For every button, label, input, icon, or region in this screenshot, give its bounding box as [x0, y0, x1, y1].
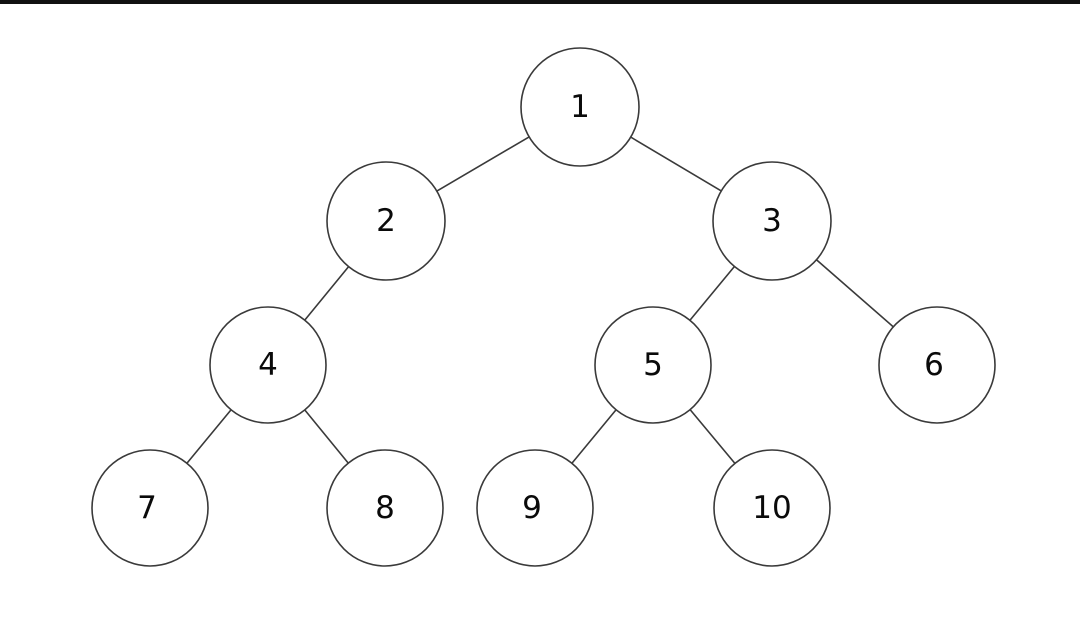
tree-node-1[interactable]: 1: [520, 47, 640, 167]
tree-edge-4-7: [186, 408, 232, 465]
node-circle-5[interactable]: [594, 306, 712, 424]
node-label-2: 2: [376, 203, 396, 239]
tree-edge-2-4: [303, 265, 350, 321]
tree-node-6[interactable]: 6: [878, 306, 996, 424]
node-label-9: 9: [522, 490, 542, 526]
node-circle-7[interactable]: [91, 449, 209, 567]
node-circle-6[interactable]: [878, 306, 996, 424]
node-label-10: 10: [752, 490, 791, 526]
node-label-5: 5: [643, 347, 663, 383]
node-circle-1[interactable]: [520, 47, 640, 167]
node-label-3: 3: [762, 203, 782, 239]
tree-edge-3-5: [689, 265, 736, 322]
tree-node-9[interactable]: 9: [476, 449, 594, 567]
tree-node-4[interactable]: 4: [209, 306, 327, 424]
tree-node-8[interactable]: 8: [326, 449, 444, 567]
node-circle-8[interactable]: [326, 449, 444, 567]
node-circle-3[interactable]: [712, 161, 832, 281]
tree-edge-3-6: [815, 258, 895, 328]
node-layer: 1 2 3 4 5 6 7 8 9 10: [91, 47, 996, 567]
top-border-strip: [0, 0, 1080, 4]
node-circle-9[interactable]: [476, 449, 594, 567]
tree-edge-1-3: [629, 136, 723, 192]
node-label-6: 6: [924, 347, 944, 383]
tree-node-2[interactable]: 2: [326, 161, 446, 281]
tree-node-3[interactable]: 3: [712, 161, 832, 281]
node-circle-10[interactable]: [713, 449, 831, 567]
node-label-7: 7: [137, 490, 157, 526]
edge-layer: [186, 136, 895, 465]
tree-node-7[interactable]: 7: [91, 449, 209, 567]
node-circle-2[interactable]: [326, 161, 446, 281]
tree-node-5[interactable]: 5: [594, 306, 712, 424]
node-circle-4[interactable]: [209, 306, 327, 424]
tree-edge-5-9: [571, 408, 617, 465]
tree-edge-1-2: [436, 136, 530, 192]
node-label-1: 1: [570, 89, 590, 125]
tree-node-10[interactable]: 10: [713, 449, 831, 567]
tree-edge-5-10: [689, 408, 736, 465]
tree-edge-4-8: [303, 409, 350, 464]
node-label-8: 8: [375, 490, 395, 526]
node-label-4: 4: [258, 347, 278, 383]
